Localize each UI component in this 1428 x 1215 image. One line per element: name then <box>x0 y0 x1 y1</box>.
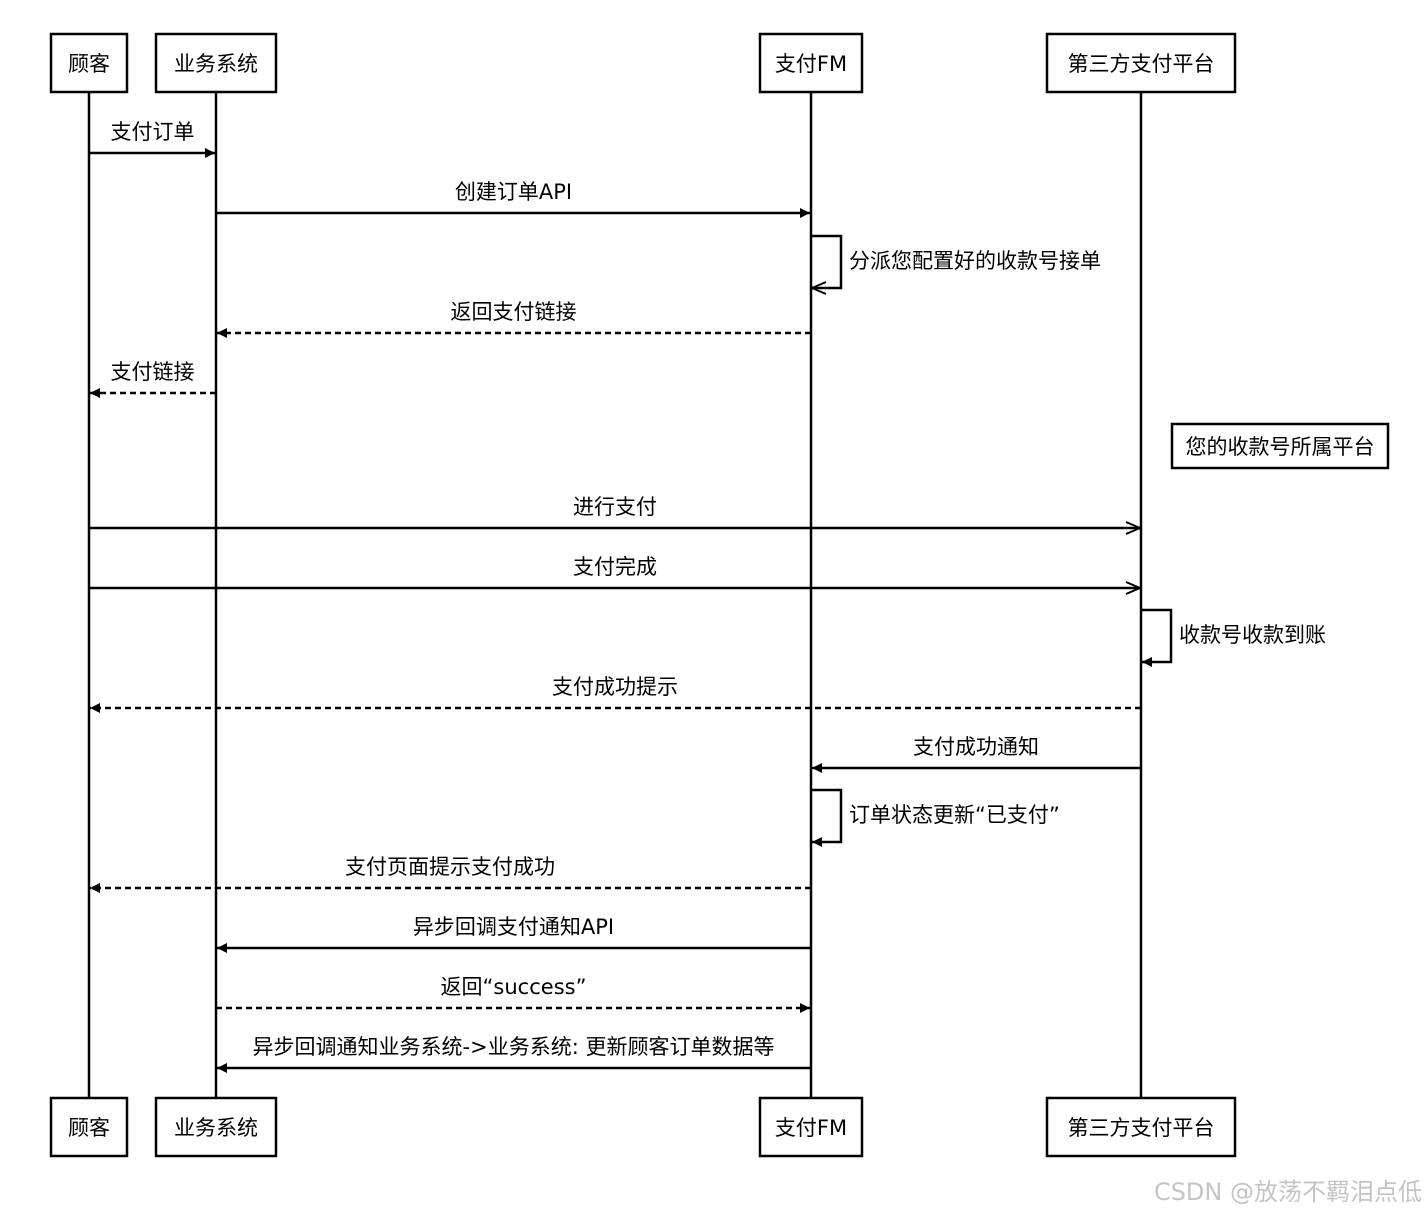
message-create-order-api: 创建订单API <box>216 180 810 218</box>
message-async-callback-api: 异步回调支付通知API <box>217 915 811 953</box>
message-label: 订单状态更新“已支付” <box>849 803 1060 827</box>
note-text: 您的收款号所属平台 <box>1186 435 1375 459</box>
participant-thirdparty-bottom: 第三方支付平台 <box>1045 1096 1237 1158</box>
participant-box <box>1045 32 1237 94</box>
participant-box <box>49 1096 129 1158</box>
message-label: 支付链接 <box>111 360 195 384</box>
participant-customer-top: 顾客 <box>49 32 129 94</box>
participant-label: 支付FM <box>775 52 847 76</box>
message-label: 支付完成 <box>573 555 657 579</box>
watermark: CSDN @放荡不羁泪点低 <box>1153 1178 1422 1206</box>
message-status-update: 订单状态更新“已支付” <box>811 788 1060 847</box>
message-arrow <box>811 234 843 288</box>
message-make-payment: 进行支付 <box>89 495 1140 528</box>
participant-label: 业务系统 <box>174 1116 258 1140</box>
participant-box <box>1045 1096 1237 1158</box>
participant-payfm-bottom: 支付FM <box>758 1096 864 1158</box>
message-funds-received: 收款号收款到账 <box>1141 608 1326 667</box>
message-pay-order: 支付订单 <box>89 120 215 158</box>
note-box <box>1170 422 1390 470</box>
participant-biz-top: 业务系统 <box>154 32 278 94</box>
participant-label: 第三方支付平台 <box>1068 52 1215 76</box>
message-arrow <box>1141 608 1173 667</box>
participant-label: 第三方支付平台 <box>1068 1116 1215 1140</box>
participant-label: 顾客 <box>68 52 110 76</box>
lifelines <box>87 92 1143 1098</box>
message-label: 支付订单 <box>111 120 195 144</box>
message-label: 异步回调通知业务系统->业务系统: 更新顾客订单数据等 <box>253 1035 775 1059</box>
participant-label: 顾客 <box>68 1116 110 1140</box>
message-label: 进行支付 <box>573 495 657 519</box>
messages: 支付订单 创建订单API 分派您配置好的收款号接单 返回支付链接 支付链接 进行… <box>89 120 1326 1073</box>
participant-box <box>49 32 129 94</box>
message-return-success: 返回“success” <box>216 975 810 1013</box>
note-thirdparty: 您的收款号所属平台 <box>1170 422 1390 470</box>
message-page-success: 支付页面提示支付成功 <box>90 855 811 893</box>
message-async-notify-biz: 异步回调通知业务系统->业务系统: 更新顾客订单数据等 <box>217 1035 811 1073</box>
message-return-pay-link: 返回支付链接 <box>217 300 811 338</box>
message-arrow <box>811 788 843 847</box>
message-pay-link: 支付链接 <box>90 360 216 398</box>
participant-box <box>758 32 864 94</box>
message-label: 支付成功提示 <box>552 675 678 699</box>
participant-label: 支付FM <box>775 1116 847 1140</box>
participant-box <box>758 1096 864 1158</box>
message-label: 返回支付链接 <box>451 300 577 324</box>
participant-biz-bottom: 业务系统 <box>154 1096 278 1158</box>
message-label: 分派您配置好的收款号接单 <box>849 249 1101 273</box>
message-label: 异步回调支付通知API <box>413 915 614 939</box>
message-label: 支付成功通知 <box>913 735 1039 759</box>
message-label: 创建订单API <box>455 180 572 204</box>
participant-thirdparty-top: 第三方支付平台 <box>1045 32 1237 94</box>
message-success-notify: 支付成功通知 <box>812 735 1141 773</box>
message-label: 收款号收款到账 <box>1179 623 1326 647</box>
participant-customer-bottom: 顾客 <box>49 1096 129 1158</box>
message-dispatch-account: 分派您配置好的收款号接单 <box>811 234 1101 288</box>
participant-box <box>154 1096 278 1158</box>
message-success-prompt: 支付成功提示 <box>90 675 1141 713</box>
participant-payfm-top: 支付FM <box>758 32 864 94</box>
message-label: 返回“success” <box>441 975 587 999</box>
participant-label: 业务系统 <box>174 52 258 76</box>
message-payment-complete: 支付完成 <box>89 555 1140 588</box>
participant-box <box>154 32 278 94</box>
message-label: 支付页面提示支付成功 <box>345 855 555 879</box>
